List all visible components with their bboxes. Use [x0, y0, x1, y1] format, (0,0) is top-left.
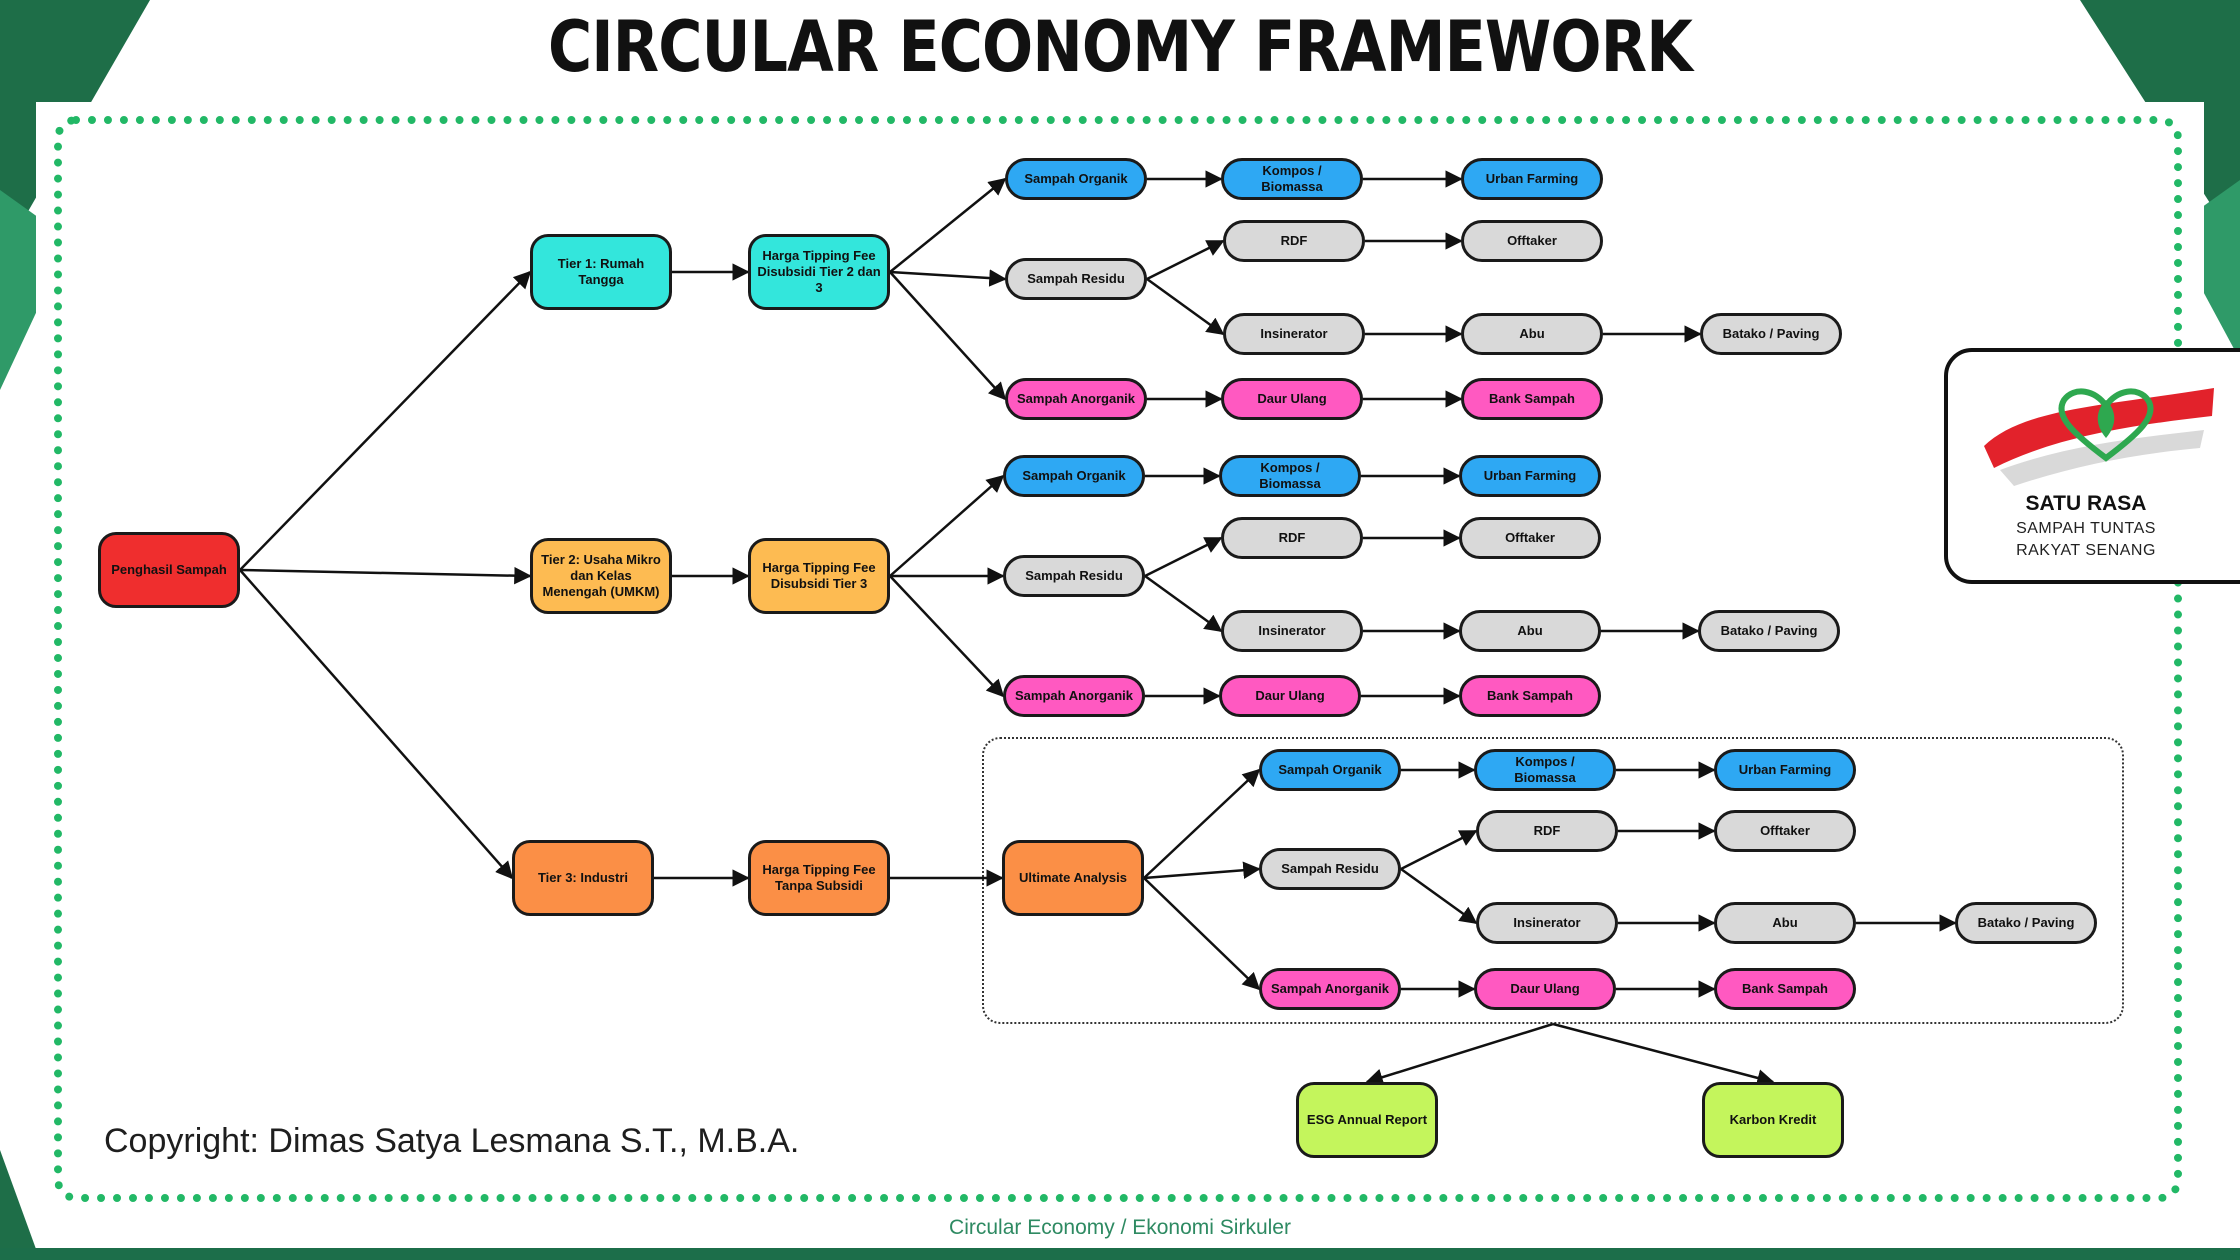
node-esg-annual-report: ESG Annual Report — [1296, 1082, 1438, 1158]
node-tier3-kompos: Kompos / Biomassa — [1474, 749, 1616, 791]
node-tier1-bank-sampah: Bank Sampah — [1461, 378, 1603, 420]
node-ultimate-analysis: Ultimate Analysis — [1002, 840, 1144, 916]
node-tier1-sampah-anorganik: Sampah Anorganik — [1005, 378, 1147, 420]
node-tier1-urban-farming: Urban Farming — [1461, 158, 1603, 200]
node-tier2-sampah-anorganik: Sampah Anorganik — [1003, 675, 1145, 717]
satu-rasa-logo-card: SATU RASA SAMPAH TUNTAS RAKYAT SENANG — [1944, 348, 2240, 584]
node-tier3-rdf: RDF — [1476, 810, 1618, 852]
arrow-t1-res-to-t1-ins — [1146, 277, 1225, 336]
arrow-t1-fee-to-t1-res — [889, 269, 1007, 287]
copyright-text: Copyright: Dimas Satya Lesmana S.T., M.B… — [104, 1122, 800, 1160]
logo-tagline-2: RAKYAT SENANG — [2016, 542, 2156, 559]
arrow-t2-fee-to-t2-org — [889, 474, 1005, 577]
node-tier2-abu: Abu — [1459, 610, 1601, 652]
node-tier2-urban-farming: Urban Farming — [1459, 455, 1601, 497]
arrow-t1-res-to-t1-rdf — [1146, 239, 1225, 281]
diagram-title: CIRCULAR ECONOMY FRAMEWORK — [547, 6, 1693, 88]
node-tier2-sampah-organik: Sampah Organik — [1003, 455, 1145, 497]
node-tier2-fee: Harga Tipping Fee Disubsidi Tier 3 — [748, 538, 890, 614]
node-penghasil-sampah: Penghasil Sampah — [98, 532, 240, 608]
arrow-t2-res-to-t2-ins — [1144, 574, 1223, 633]
node-tier2-bank-sampah: Bank Sampah — [1459, 675, 1601, 717]
arrow-n-src-to-t3-tier — [239, 569, 514, 880]
arrow-t3-ult-to-t3-ano — [1143, 877, 1261, 991]
node-tier3: Tier 3: Industri — [512, 840, 654, 916]
arrow-t1-fee-to-t1-ano — [889, 271, 1007, 401]
node-tier3-abu: Abu — [1714, 902, 1856, 944]
node-tier1-offtaker: Offtaker — [1461, 220, 1603, 262]
node-tier1-daur-ulang: Daur Ulang — [1221, 378, 1363, 420]
node-tier2-rdf: RDF — [1221, 517, 1363, 559]
arrow-n-src-to-t2-tier — [239, 566, 532, 585]
arrow-t3-res-to-t3-rdf — [1400, 829, 1478, 871]
node-tier3-urban-farming: Urban Farming — [1714, 749, 1856, 791]
node-tier3-fee: Harga Tipping Fee Tanpa Subsidi — [748, 840, 890, 916]
arrow-t2-res-to-t2-rdf — [1144, 536, 1223, 578]
logo-name: SATU RASA — [2025, 492, 2147, 515]
heart-leaf-icon — [1984, 388, 2214, 486]
node-tier2-sampah-residu: Sampah Residu — [1003, 555, 1145, 597]
dotted-frame — [54, 116, 2182, 1202]
node-tier2-insinerator: Insinerator — [1221, 610, 1363, 652]
bottom-bar — [0, 1248, 2240, 1260]
node-tier2-kompos: Kompos / Biomassa — [1219, 455, 1361, 497]
node-tier1-rdf: RDF — [1223, 220, 1365, 262]
node-tier2-offtaker: Offtaker — [1459, 517, 1601, 559]
node-tier3-batako-paving: Batako / Paving — [1955, 902, 2097, 944]
arrow-group-to-karbon — [1552, 1022, 1775, 1087]
arrow-n-src-to-t1-tier — [239, 270, 532, 571]
node-tier1-sampah-residu: Sampah Residu — [1005, 258, 1147, 300]
tier3-process-group — [982, 737, 2124, 1024]
arrow-t3-res-to-t3-ins — [1400, 867, 1478, 925]
logo-tagline-1: SAMPAH TUNTAS — [2016, 520, 2156, 537]
node-tier1-sampah-organik: Sampah Organik — [1005, 158, 1147, 200]
node-tier3-offtaker: Offtaker — [1714, 810, 1856, 852]
node-tier1-abu: Abu — [1461, 313, 1603, 355]
node-tier1: Tier 1: Rumah Tangga — [530, 234, 672, 310]
node-karbon-kredit: Karbon Kredit — [1702, 1082, 1844, 1158]
arrow-group-to-esg — [1365, 1022, 1554, 1086]
arrow-t3-ult-to-t3-res — [1143, 861, 1261, 880]
node-tier3-bank-sampah: Bank Sampah — [1714, 968, 1856, 1010]
node-tier3-sampah-residu: Sampah Residu — [1259, 848, 1401, 890]
node-tier3-insinerator: Insinerator — [1476, 902, 1618, 944]
node-tier1-fee: Harga Tipping Fee Disubsidi Tier 2 dan 3 — [748, 234, 890, 310]
node-tier2: Tier 2: Usaha Mikro dan Kelas Menengah (… — [530, 538, 672, 614]
node-tier3-sampah-organik: Sampah Organik — [1259, 749, 1401, 791]
arrow-t1-fee-to-t1-org — [889, 177, 1007, 273]
node-tier1-kompos: Kompos / Biomassa — [1221, 158, 1363, 200]
node-tier2-batako-paving: Batako / Paving — [1698, 610, 1840, 652]
node-tier1-insinerator: Insinerator — [1223, 313, 1365, 355]
footer-caption: Circular Economy / Ekonomi Sirkuler — [949, 1216, 1291, 1239]
arrow-t2-fee-to-t2-ano — [889, 575, 1005, 698]
node-tier3-sampah-anorganik: Sampah Anorganik — [1259, 968, 1401, 1010]
node-tier3-daur-ulang: Daur Ulang — [1474, 968, 1616, 1010]
arrow-t3-ult-to-t3-org — [1143, 768, 1261, 879]
node-tier1-batako-paving: Batako / Paving — [1700, 313, 1842, 355]
node-tier2-daur-ulang: Daur Ulang — [1219, 675, 1361, 717]
